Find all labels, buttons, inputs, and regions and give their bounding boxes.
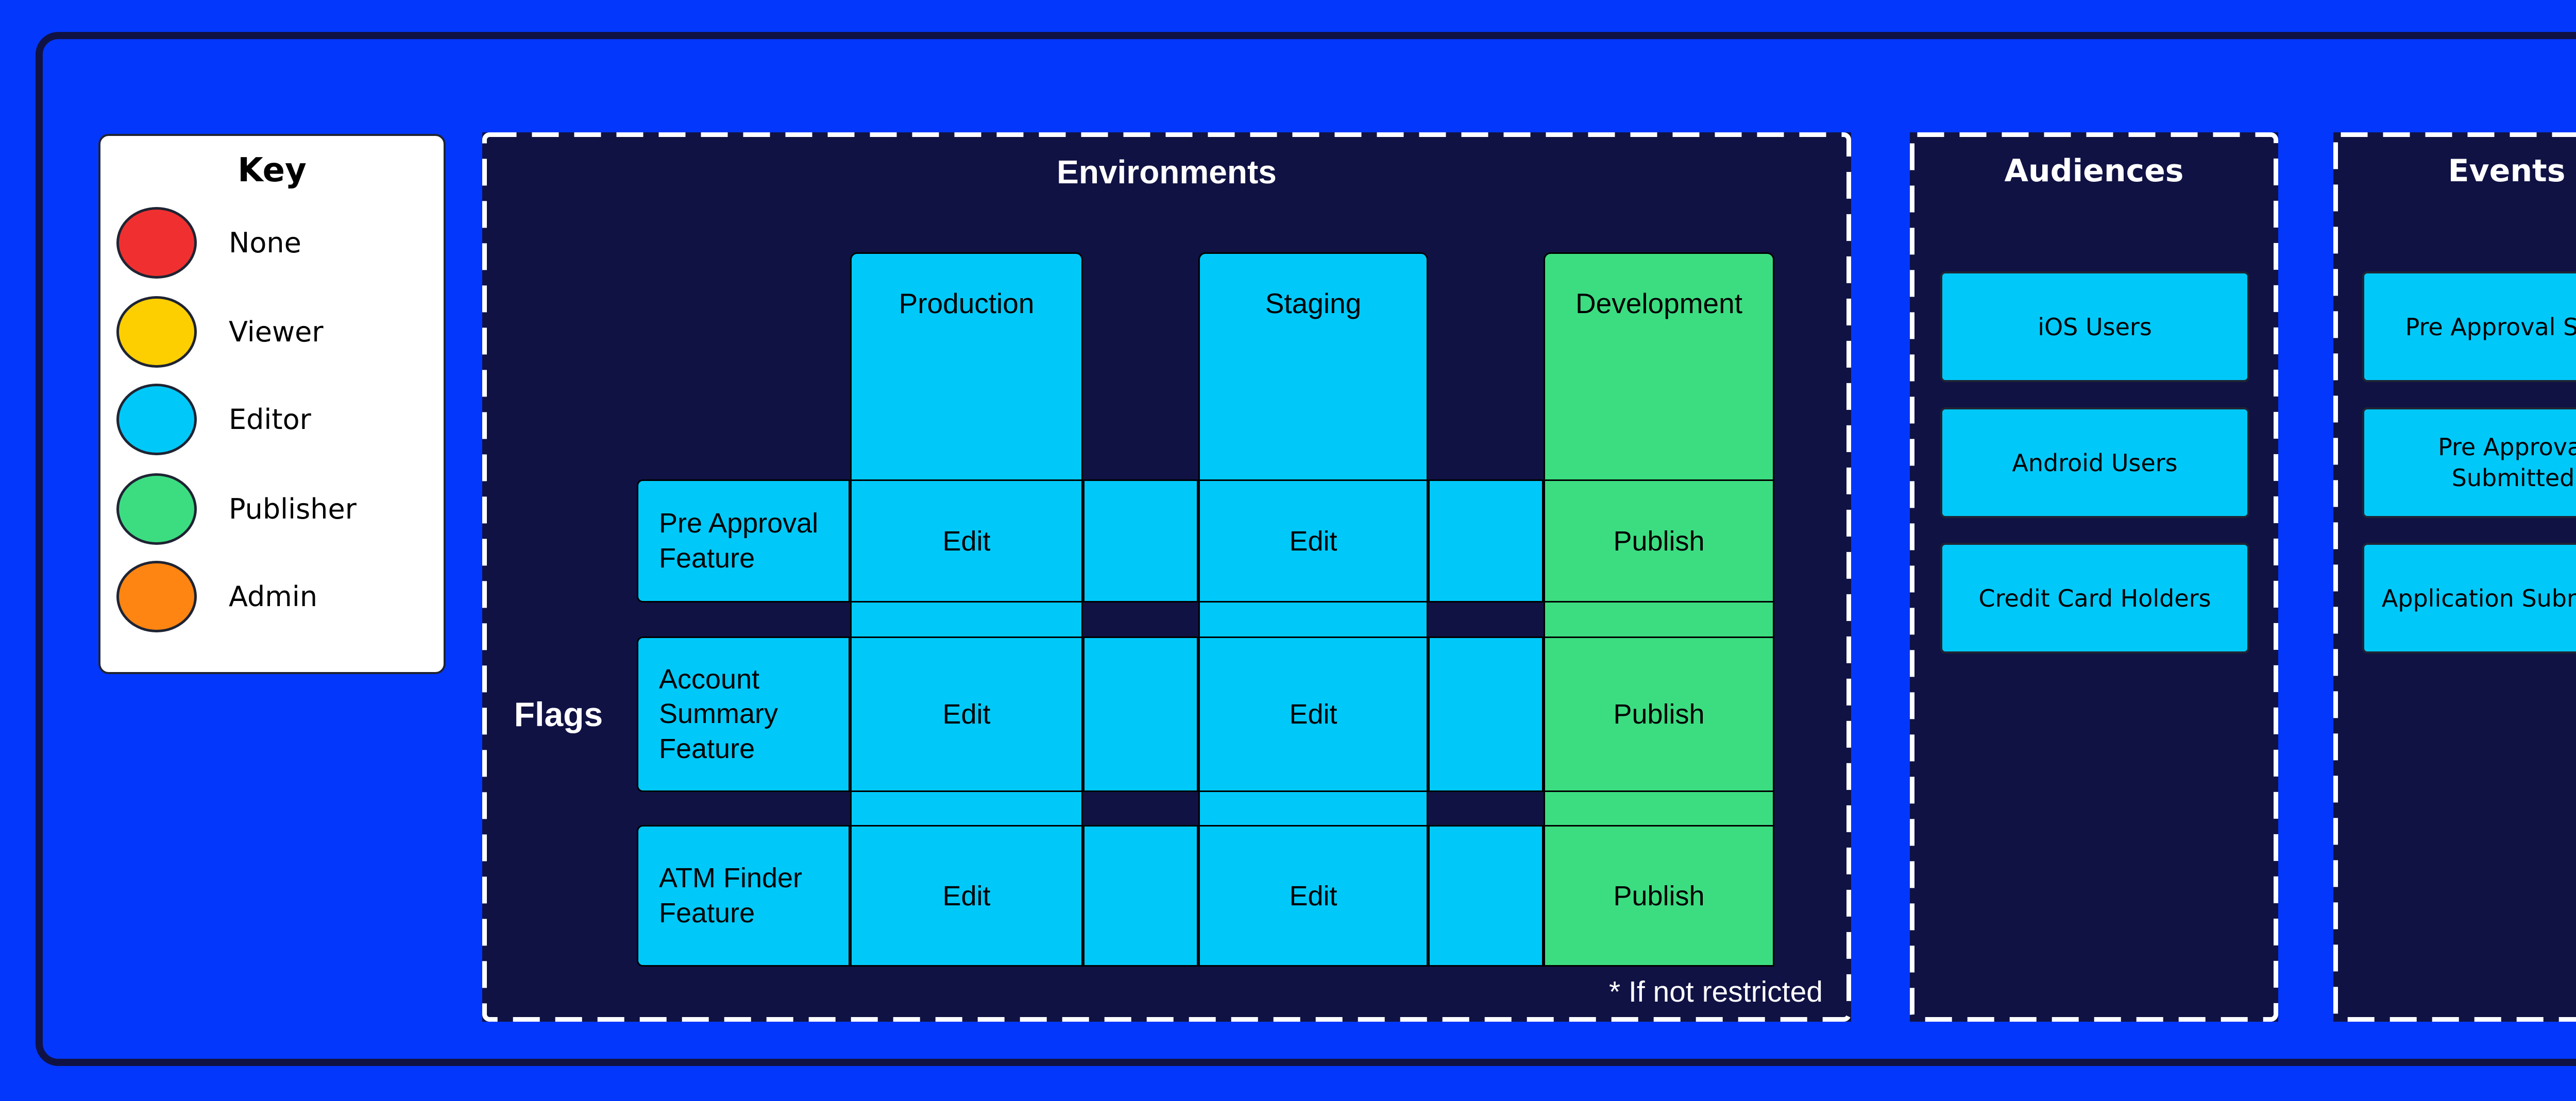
flag-row-label: Pre Approval Feature <box>637 479 850 603</box>
events-panel: Events Pre Approval Start Pre Approval S… <box>2333 132 2576 1022</box>
perm-cell-development: Publish <box>1544 825 1774 967</box>
legend-swatch-viewer <box>116 296 197 368</box>
legend-label-viewer: Viewer <box>229 316 324 348</box>
key-legend-panel: Key None Viewer Editor Publisher Admin <box>98 134 446 674</box>
row-spacer-cell <box>1083 825 1198 967</box>
perm-cell-production: Edit <box>850 636 1083 792</box>
environments-panel: Environments Production Staging Developm… <box>482 132 1851 1022</box>
row-spacer-cell <box>1083 636 1198 792</box>
legend-swatch-none <box>116 207 197 279</box>
row-spacer-cell <box>1428 636 1544 792</box>
row-spacer-cell <box>1428 479 1544 603</box>
flag-row-label: Account Summary Feature <box>637 636 850 792</box>
legend-swatch-editor <box>116 384 197 455</box>
perm-cell-staging: Edit <box>1198 636 1428 792</box>
column-staging-label: Staging <box>1265 287 1362 319</box>
audiences-title: Audiences <box>2004 153 2184 189</box>
audiences-panel: Audiences iOS Users Android Users Credit… <box>1910 132 2278 1022</box>
perm-cell-production: Edit <box>850 479 1083 603</box>
outer-frame <box>36 32 2576 1066</box>
environments-title: Environments <box>1057 153 1277 191</box>
audience-box-android-users: Android Users <box>1940 407 2249 518</box>
event-box-application-submitted: Application Submitted <box>2362 543 2576 653</box>
flag-row-label: ATM Finder Feature <box>637 825 850 967</box>
event-box-pre-approval-submitted: Pre Approval Submitted <box>2362 407 2576 518</box>
events-title: Events <box>2448 153 2566 189</box>
perm-cell-staging: Edit <box>1198 825 1428 967</box>
legend-swatch-admin <box>116 561 197 632</box>
perm-cell-development: Publish <box>1544 636 1774 792</box>
perm-cell-development: Publish <box>1544 479 1774 603</box>
restriction-footnote: * If not restricted <box>1608 975 1823 1008</box>
row-spacer-cell <box>1428 825 1544 967</box>
key-title: Key <box>238 151 307 190</box>
audience-box-ios-users: iOS Users <box>1940 271 2249 382</box>
event-box-pre-approval-start: Pre Approval Start <box>2362 271 2576 382</box>
perm-cell-production: Edit <box>850 825 1083 967</box>
legend-label-editor: Editor <box>229 403 311 436</box>
legend-swatch-publisher <box>116 473 197 545</box>
legend-label-admin: Admin <box>229 580 318 613</box>
column-production-label: Production <box>899 287 1035 319</box>
row-spacer-cell <box>1083 479 1198 603</box>
legend-label-none: None <box>229 227 301 259</box>
legend-label-publisher: Publisher <box>229 493 357 525</box>
flags-axis-label: Flags <box>514 695 603 733</box>
audience-box-credit-card-holders: Credit Card Holders <box>1940 543 2249 653</box>
perm-cell-staging: Edit <box>1198 479 1428 603</box>
column-development-label: Development <box>1575 287 1743 319</box>
